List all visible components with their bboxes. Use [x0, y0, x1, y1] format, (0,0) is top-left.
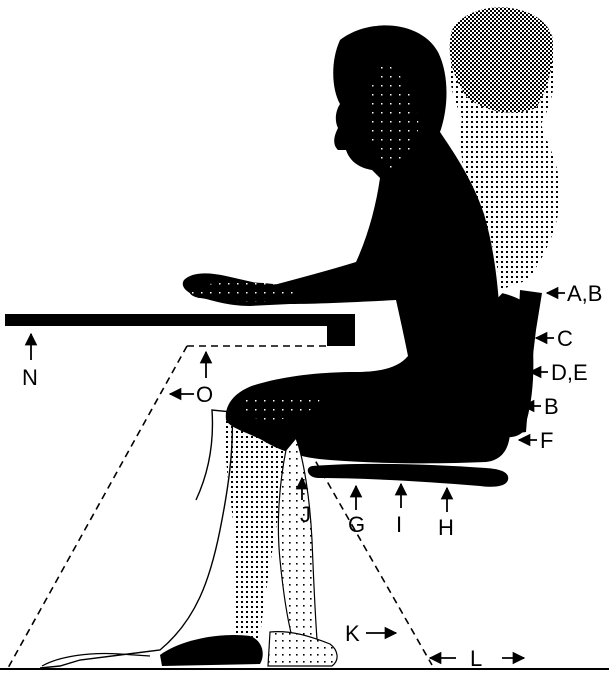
alternate-leg-position — [40, 410, 337, 668]
label-b: B — [544, 394, 559, 419]
label-o: O — [196, 382, 213, 407]
label-f: F — [540, 428, 553, 453]
label-l: L — [470, 646, 482, 671]
label-ab: A,B — [567, 281, 602, 306]
label-k: K — [345, 621, 360, 646]
person-shoe — [160, 635, 263, 666]
label-g: G — [348, 512, 365, 537]
chair-seat-pan — [308, 464, 509, 487]
label-c: C — [557, 326, 573, 351]
desk — [5, 314, 355, 346]
label-de: D,E — [551, 360, 588, 385]
label-n: N — [22, 365, 38, 390]
label-i: I — [396, 512, 402, 537]
desk-front-lip — [327, 318, 355, 346]
label-j: J — [300, 502, 311, 527]
label-h: H — [438, 515, 454, 540]
person-forearm-highlight — [190, 282, 298, 301]
desk-surface — [5, 314, 355, 326]
